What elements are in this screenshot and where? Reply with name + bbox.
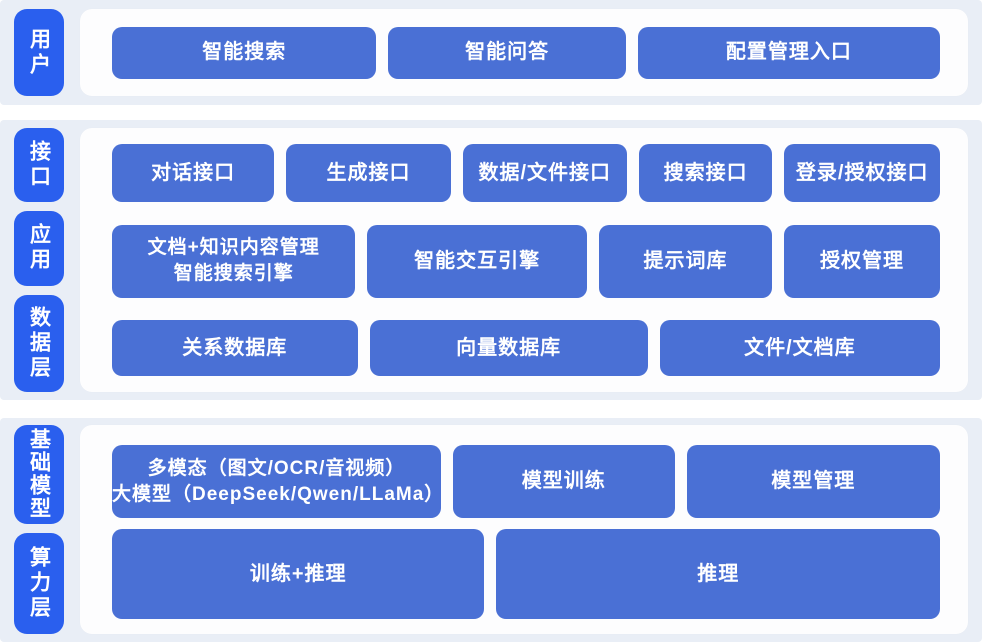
button-row: 多模态（图文/OCR/音视频） 大模型（DeepSeek/Qwen/LLaMa）… xyxy=(112,445,940,518)
block-relational-db: 关系数据库 xyxy=(112,320,358,376)
block-config-management-entry: 配置管理入口 xyxy=(637,26,940,79)
layer-band-user: 用户 智能搜索 智能问答 配置管理入口 xyxy=(0,0,982,105)
block-model-training: 模型训练 xyxy=(452,445,675,518)
block-generation-api: 生成接口 xyxy=(286,144,451,202)
user-layer-panel: 智能搜索 智能问答 配置管理入口 xyxy=(80,9,968,96)
layer-band-model-compute: 基础模型 算力层 多模态（图文/OCR/音视频） 大模型（DeepSeek/Qw… xyxy=(0,418,982,642)
button-row: 智能搜索 智能问答 配置管理入口 xyxy=(112,26,940,79)
block-prompt-library: 提示词库 xyxy=(598,224,773,298)
block-vector-db: 向量数据库 xyxy=(369,320,648,376)
layer-label-column: 基础模型 算力层 xyxy=(14,425,64,634)
layer-label-foundation-model: 基础模型 xyxy=(14,425,64,524)
block-login-auth-api: 登录/授权接口 xyxy=(784,144,940,202)
block-auth-management: 授权管理 xyxy=(784,224,940,298)
block-smart-search: 智能搜索 xyxy=(112,26,377,79)
button-row: 训练+推理 推理 xyxy=(112,529,940,619)
block-dialog-api: 对话接口 xyxy=(112,144,275,202)
layer-label-column: 用户 xyxy=(14,9,64,96)
button-row: 关系数据库 向量数据库 文件/文档库 xyxy=(112,320,940,376)
block-doc-knowledge-search-engine: 文档+知识内容管理 智能搜索引擎 xyxy=(112,224,356,298)
layer-label-application: 应用 xyxy=(14,210,64,287)
layer-band-interface-app-data: 接口 应用 数据层 对话接口 生成接口 数据/文件接口 搜索接口 登录/授权接口… xyxy=(0,120,982,400)
block-multimodal-llm: 多模态（图文/OCR/音视频） 大模型（DeepSeek/Qwen/LLaMa） xyxy=(112,445,443,518)
layer-label-interface: 接口 xyxy=(14,128,64,202)
layer-label-column: 接口 应用 数据层 xyxy=(14,128,64,392)
interface-app-data-panel: 对话接口 生成接口 数据/文件接口 搜索接口 登录/授权接口 文档+知识内容管理… xyxy=(80,128,968,392)
block-interaction-engine: 智能交互引擎 xyxy=(367,224,587,298)
block-training-inference: 训练+推理 xyxy=(112,529,485,619)
block-file-doc-store: 文件/文档库 xyxy=(659,320,940,376)
block-data-file-api: 数据/文件接口 xyxy=(462,144,627,202)
block-search-api: 搜索接口 xyxy=(638,144,773,202)
button-row: 对话接口 生成接口 数据/文件接口 搜索接口 登录/授权接口 xyxy=(112,144,940,202)
model-compute-panel: 多模态（图文/OCR/音视频） 大模型（DeepSeek/Qwen/LLaMa）… xyxy=(80,425,968,634)
block-inference: 推理 xyxy=(496,529,940,619)
layer-label-data: 数据层 xyxy=(14,295,64,392)
layer-label-compute: 算力层 xyxy=(14,532,64,634)
button-row: 文档+知识内容管理 智能搜索引擎 智能交互引擎 提示词库 授权管理 xyxy=(112,224,940,298)
block-model-management: 模型管理 xyxy=(686,445,940,518)
block-smart-qa: 智能问答 xyxy=(388,26,626,79)
layer-label-user: 用户 xyxy=(14,9,64,96)
